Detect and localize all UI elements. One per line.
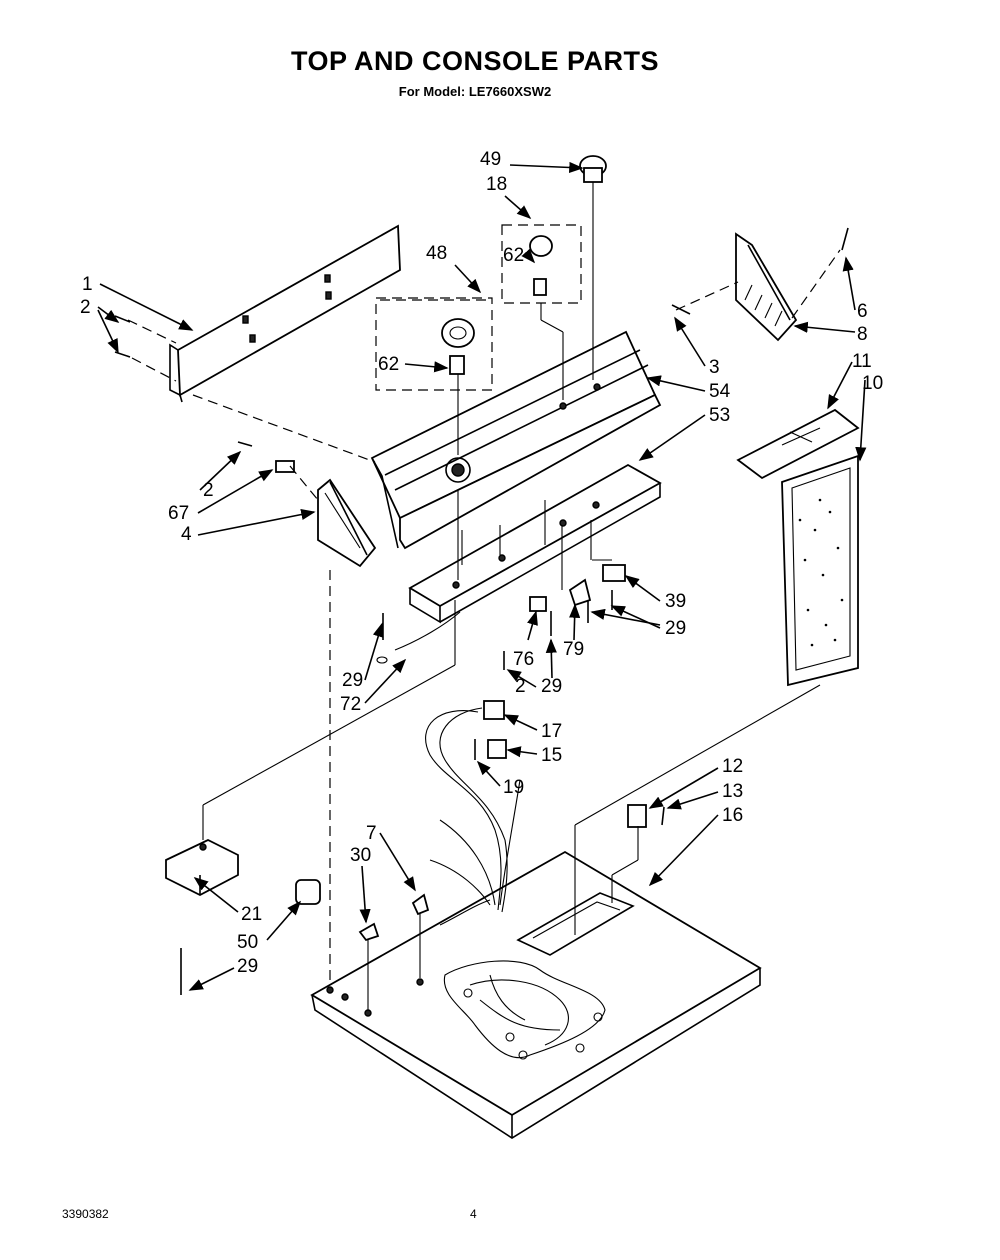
callout-label: 53 bbox=[709, 405, 730, 426]
callout-label: 16 bbox=[722, 805, 743, 826]
page-title: TOP AND CONSOLE PARTS bbox=[290, 46, 660, 76]
callout-label: 13 bbox=[722, 781, 743, 802]
callout-label: 18 bbox=[486, 174, 507, 195]
callout-label: 50 bbox=[237, 932, 258, 953]
document-number: 3390382 bbox=[62, 1207, 109, 1221]
top-panel bbox=[310, 850, 762, 1139]
callout-label: 2 bbox=[80, 297, 91, 318]
callout-label: 12 bbox=[722, 756, 743, 777]
knob bbox=[579, 155, 607, 183]
callout-label: 72 bbox=[340, 694, 361, 715]
callout-label: 2 bbox=[203, 480, 214, 501]
callout-label: 76 bbox=[513, 649, 534, 670]
lint-filter-cover bbox=[736, 408, 860, 480]
callout-label: 48 bbox=[426, 243, 447, 264]
callout-label: 62 bbox=[503, 245, 524, 266]
callout-label: 3 bbox=[709, 357, 720, 378]
callout-labels: 1 2 2 2 3 4 6 7 8 10 11 12 13 15 16 17 1… bbox=[80, 149, 883, 977]
callout-label: 10 bbox=[862, 373, 883, 394]
callout-label: 8 bbox=[857, 324, 868, 345]
small-parts bbox=[114, 227, 849, 995]
callout-label: 6 bbox=[857, 301, 868, 322]
callout-label: 54 bbox=[709, 381, 731, 402]
callout-label: 39 bbox=[665, 591, 686, 612]
callout-label: 1 bbox=[82, 274, 93, 295]
callout-label: 29 bbox=[665, 618, 686, 639]
callout-label: 29 bbox=[541, 676, 562, 697]
rear-bracket bbox=[169, 224, 401, 403]
callout-label: 11 bbox=[852, 351, 872, 372]
lint-filter bbox=[781, 454, 859, 687]
callout-label: 17 bbox=[541, 721, 562, 742]
switch-assembly bbox=[501, 224, 582, 304]
assembly-guides bbox=[127, 182, 841, 1010]
callout-label: 30 bbox=[350, 845, 371, 866]
callout-label: 62 bbox=[378, 354, 399, 375]
callout-label: 4 bbox=[181, 524, 192, 545]
model-subtitle: For Model: LE7660XSW2 bbox=[398, 84, 552, 99]
console-back bbox=[408, 463, 662, 624]
callout-label: 67 bbox=[168, 503, 189, 524]
callout-label: 79 bbox=[563, 639, 584, 660]
callout-label: 19 bbox=[503, 777, 524, 798]
timer-assembly bbox=[375, 297, 493, 391]
callout-label: 7 bbox=[366, 823, 377, 844]
leader-arrows bbox=[97, 161, 867, 991]
console-panel bbox=[370, 330, 662, 550]
callout-label: 15 bbox=[541, 745, 562, 766]
end-cap-left bbox=[317, 478, 377, 568]
callout-label: 2 bbox=[515, 676, 526, 697]
callout-label: 29 bbox=[342, 670, 363, 691]
callout-label: 49 bbox=[480, 149, 501, 170]
callout-label: 29 bbox=[237, 956, 258, 977]
callout-label: 21 bbox=[241, 904, 262, 925]
page-number: 4 bbox=[470, 1207, 477, 1221]
end-cap-right bbox=[735, 232, 798, 342]
